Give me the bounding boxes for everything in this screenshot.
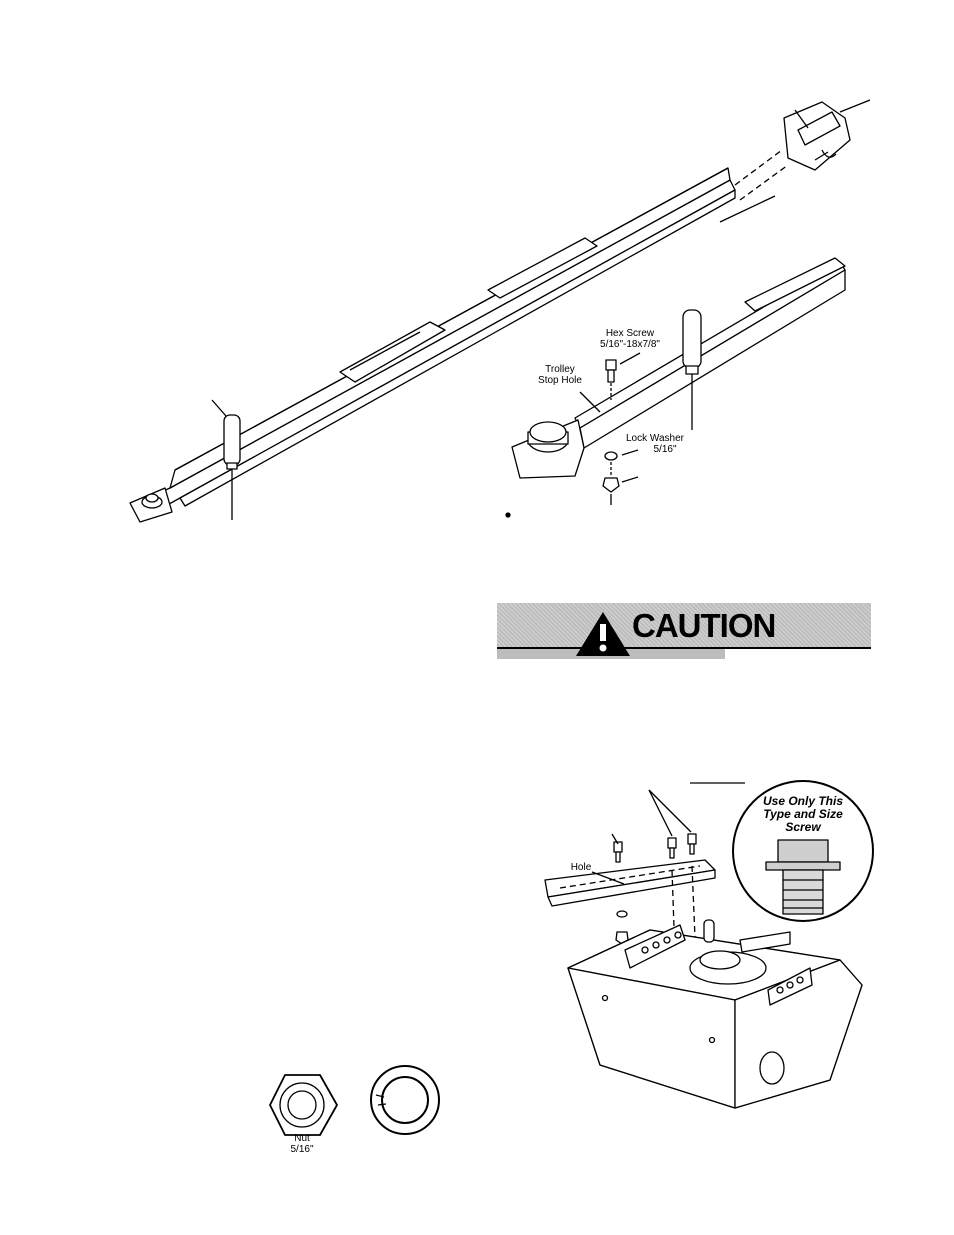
lock-washer-label-line1: Lock Washer: [610, 433, 700, 444]
trolley-stop-label-line1: Trolley: [530, 364, 590, 375]
lock-washer-icon: [371, 1066, 439, 1134]
nut-label-line2: 5/16": [280, 1144, 324, 1155]
use-only-label: Use Only This Type and Size Screw: [748, 795, 858, 834]
trolley: [784, 100, 870, 170]
hex-screw-label-line2: 5/16"-18x7/8": [590, 339, 670, 350]
caution-word: CAUTION: [632, 607, 775, 645]
lock-washer-label-line2: 5/16": [610, 444, 700, 455]
nut-label-line1: Nut: [280, 1133, 324, 1144]
hex-screw-label: Hex Screw 5/16"-18x7/8": [590, 328, 670, 350]
trolley-stop-label-line2: Stop Hole: [530, 375, 590, 386]
use-only-line3: Screw: [748, 821, 858, 834]
nut-icon: [270, 1075, 337, 1135]
trolley-stop-hole-label: Trolley Stop Hole: [530, 364, 590, 386]
caution-banner: CAUTION: [497, 603, 871, 649]
nut-label: Nut 5/16": [280, 1133, 324, 1155]
hex-screw-label-line1: Hex Screw: [590, 328, 670, 339]
lock-washer-label: Lock Washer 5/16": [610, 433, 700, 455]
hole-label: Hole: [566, 862, 596, 873]
